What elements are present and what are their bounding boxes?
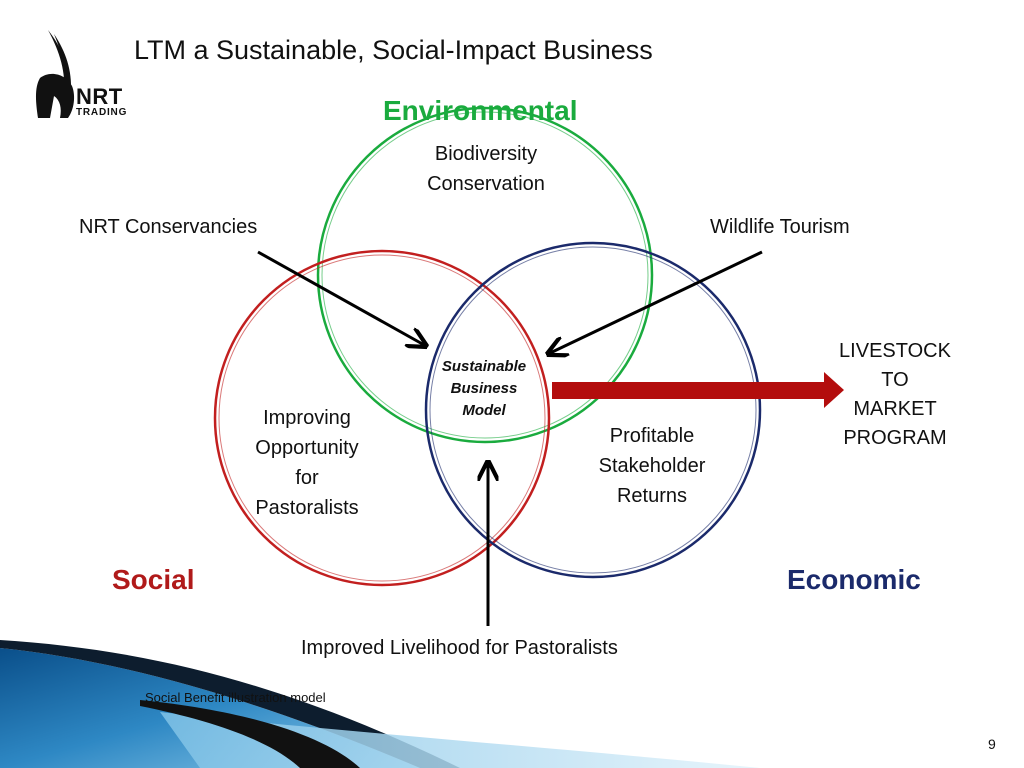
logo-line-1: NRT bbox=[76, 84, 123, 109]
callout-improved-livelihood: Improved Livelihood for Pastoralists bbox=[301, 637, 618, 659]
output-line-2: TO bbox=[881, 369, 909, 391]
social-inner-line-1: Improving bbox=[263, 407, 351, 429]
center-line-2: Business bbox=[450, 380, 518, 397]
venn-circle-social bbox=[213, 249, 551, 587]
environmental-inner-line-2: Conservation bbox=[427, 173, 545, 195]
output-line-1: LIVESTOCK bbox=[839, 340, 951, 362]
arrow-output-program bbox=[552, 372, 844, 408]
center-line-3: Model bbox=[462, 402, 506, 419]
page-title: LTM a Sustainable, Social-Impact Busines… bbox=[134, 35, 653, 65]
social-inner-text: Improving Opportunity for Pastoralists bbox=[232, 403, 382, 523]
arrow-wildlife-tourism bbox=[548, 250, 763, 354]
output-livestock-program: LIVESTOCK TO MARKET PROGRAM bbox=[822, 337, 968, 453]
label-social: Social bbox=[112, 564, 195, 595]
output-line-3: MARKET bbox=[853, 398, 937, 420]
center-line-1: Sustainable bbox=[441, 358, 527, 375]
decorative-wave bbox=[0, 640, 760, 768]
center-sustainable-business-model: Sustainable Business Model bbox=[428, 356, 540, 422]
logo-line-2: TRADING bbox=[76, 107, 128, 118]
economic-inner-line-3: Returns bbox=[616, 485, 688, 507]
environmental-inner-line-1: Biodiversity bbox=[434, 143, 538, 165]
output-line-4: PROGRAM bbox=[843, 427, 947, 449]
callout-nrt-conservancies: NRT Conservancies bbox=[79, 216, 258, 238]
logo: NRT TRADING bbox=[76, 86, 127, 118]
venn-circle-economic bbox=[424, 241, 762, 579]
label-economic: Economic bbox=[787, 564, 921, 595]
environmental-inner-text: Biodiversity Conservation bbox=[396, 139, 576, 199]
footnote: Social Benefit illustration model bbox=[145, 690, 326, 705]
callout-wildlife-tourism: Wildlife Tourism bbox=[710, 216, 850, 238]
arrow-nrt-conservancies bbox=[257, 250, 426, 346]
economic-inner-line-1: Profitable bbox=[609, 425, 695, 447]
page-number: 9 bbox=[988, 736, 996, 752]
social-inner-line-4: Pastoralists bbox=[255, 497, 359, 519]
economic-inner-line-2: Stakeholder bbox=[598, 455, 706, 477]
social-inner-line-2: Opportunity bbox=[255, 437, 359, 459]
venn-circle-environmental bbox=[316, 106, 654, 444]
social-inner-line-3: for bbox=[295, 467, 319, 489]
economic-inner-text: Profitable Stakeholder Returns bbox=[574, 421, 730, 511]
label-environmental: Environmental bbox=[383, 95, 578, 126]
antelope-head-icon bbox=[36, 30, 75, 118]
